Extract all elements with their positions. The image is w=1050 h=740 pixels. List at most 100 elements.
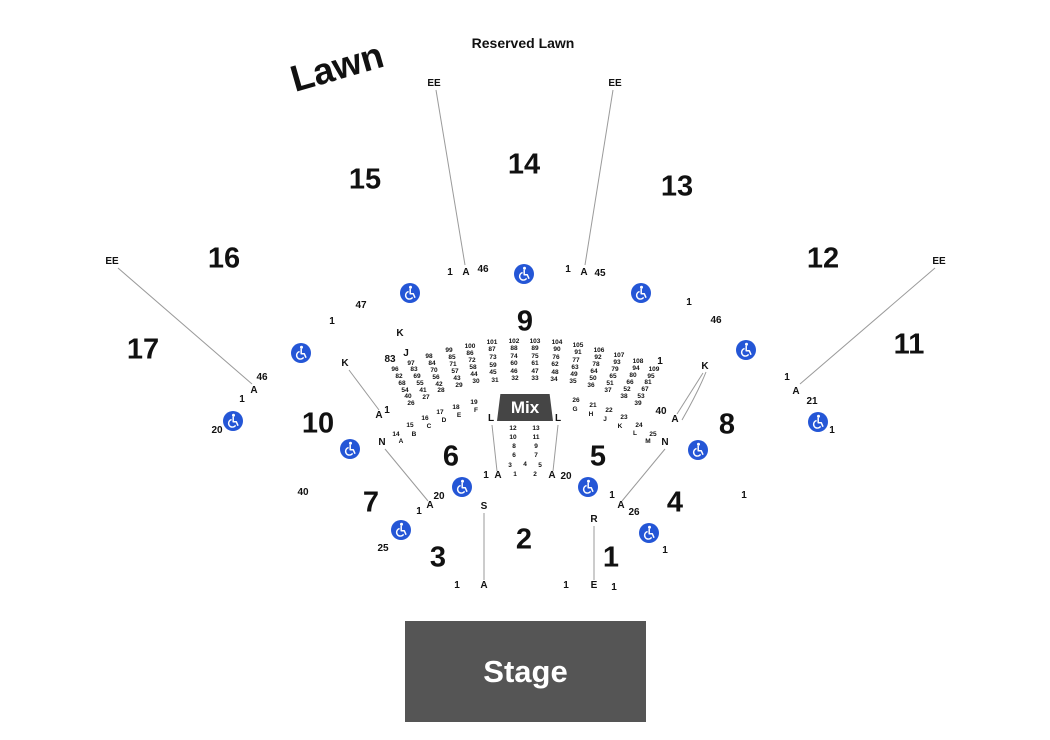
row-label: 1 <box>609 490 615 501</box>
row-label: K <box>701 361 709 372</box>
seat-number: H <box>588 410 594 418</box>
row-label: A <box>494 470 502 481</box>
row-label: 1 <box>329 316 335 327</box>
aisle-line <box>384 448 429 502</box>
wheelchair-icon <box>340 439 360 459</box>
seat-number: E <box>456 411 462 419</box>
row-label: A <box>671 414 679 425</box>
seat-number: 45 <box>489 368 497 376</box>
seat-number: 84 <box>428 359 436 367</box>
row-label: A <box>548 470 556 481</box>
seat-number: 98 <box>425 352 433 360</box>
seat-number: 105 <box>572 341 584 349</box>
row-label: EE <box>105 256 119 267</box>
seat-number: 80 <box>629 371 637 379</box>
seat-number: 87 <box>488 345 496 353</box>
mix-booth: Mix <box>497 394 553 421</box>
seat-number: 90 <box>553 345 561 353</box>
seat-number: 59 <box>489 361 497 369</box>
seat-number: 86 <box>466 349 474 357</box>
seat-number: 63 <box>571 363 579 371</box>
section-7-label[interactable]: 7 <box>362 486 380 519</box>
seat-number: 36 <box>587 381 595 389</box>
section-16-label[interactable]: 16 <box>207 242 241 275</box>
seat-number: 52 <box>623 385 631 393</box>
seat-number: 89 <box>531 344 539 352</box>
section-15-label[interactable]: 15 <box>348 163 382 196</box>
section-9-label[interactable]: 9 <box>516 305 534 338</box>
section-17-label[interactable]: 17 <box>126 333 160 366</box>
seat-number: 61 <box>531 359 539 367</box>
section-6-label[interactable]: 6 <box>442 440 460 473</box>
seat-number: 54 <box>401 386 409 394</box>
row-label: A <box>480 580 488 591</box>
aisle-line <box>676 372 704 415</box>
section-12-label[interactable]: 12 <box>806 242 840 275</box>
aisle-line <box>552 424 559 472</box>
section-14-label[interactable]: 14 <box>507 148 541 181</box>
seat-number: 25 <box>649 430 657 438</box>
aisle-line <box>621 448 666 502</box>
row-label: 1 <box>829 425 835 436</box>
seat-number: 47 <box>531 367 539 375</box>
seat-number: 18 <box>452 403 460 411</box>
section-4-label[interactable]: 4 <box>666 486 684 519</box>
seat-number: 40 <box>404 392 412 400</box>
seat-number: 5 <box>538 461 542 469</box>
seat-number: 58 <box>469 363 477 371</box>
row-label: 26 <box>628 507 640 518</box>
seat-number: 75 <box>531 352 539 360</box>
section-1-label[interactable]: 1 <box>602 541 620 574</box>
stage: Stage <box>405 621 646 722</box>
section-13-label[interactable]: 13 <box>660 170 694 203</box>
row-label: 1 <box>447 267 453 278</box>
seat-number: 10 <box>509 433 517 441</box>
row-label: 46 <box>256 372 268 383</box>
section-5-label[interactable]: 5 <box>589 440 607 473</box>
seat-number: 32 <box>511 374 519 382</box>
row-label: K <box>341 358 349 369</box>
row-label: L <box>554 413 562 424</box>
seat-number: 82 <box>395 372 403 380</box>
seat-number: 81 <box>644 378 652 386</box>
section-10-label[interactable]: 10 <box>301 407 335 440</box>
wheelchair-icon <box>452 477 472 497</box>
seat-number: 64 <box>590 367 598 375</box>
row-label: L <box>487 413 495 424</box>
seat-number: 16 <box>421 414 429 422</box>
seat-number: 108 <box>632 357 644 365</box>
row-label: 1 <box>611 582 617 593</box>
wheelchair-icon <box>808 412 828 432</box>
seat-number: A <box>398 437 404 445</box>
seat-number: 4 <box>523 460 527 468</box>
seat-number: 74 <box>510 352 518 360</box>
seat-number: 28 <box>437 386 445 394</box>
seat-number: 104 <box>551 338 563 346</box>
seat-number: 62 <box>551 360 559 368</box>
section-2-label[interactable]: 2 <box>515 523 533 556</box>
row-label: 1 <box>563 580 569 591</box>
seat-number: 94 <box>632 364 640 372</box>
row-label: A <box>462 267 470 278</box>
seat-number: 26 <box>572 396 580 404</box>
seat-number: 70 <box>430 366 438 374</box>
seat-number: 103 <box>529 337 541 345</box>
seat-number: 19 <box>470 398 478 406</box>
seat-number: 26 <box>407 399 415 407</box>
seat-number: 76 <box>552 353 560 361</box>
section-11-label[interactable]: 11 <box>893 328 925 361</box>
row-label: 45 <box>594 268 606 279</box>
seat-number: 100 <box>464 342 476 350</box>
row-label: EE <box>608 78 622 89</box>
seat-number: 88 <box>510 344 518 352</box>
row-label: 1 <box>741 490 747 501</box>
seat-number: 12 <box>509 424 517 432</box>
row-label: 46 <box>710 315 722 326</box>
seat-number: 1 <box>513 470 517 478</box>
seat-number: 72 <box>468 356 476 364</box>
section-3-label[interactable]: 3 <box>429 541 447 574</box>
section-8-label[interactable]: 8 <box>718 408 736 441</box>
row-label: N <box>661 437 669 448</box>
wheelchair-icon <box>688 440 708 460</box>
